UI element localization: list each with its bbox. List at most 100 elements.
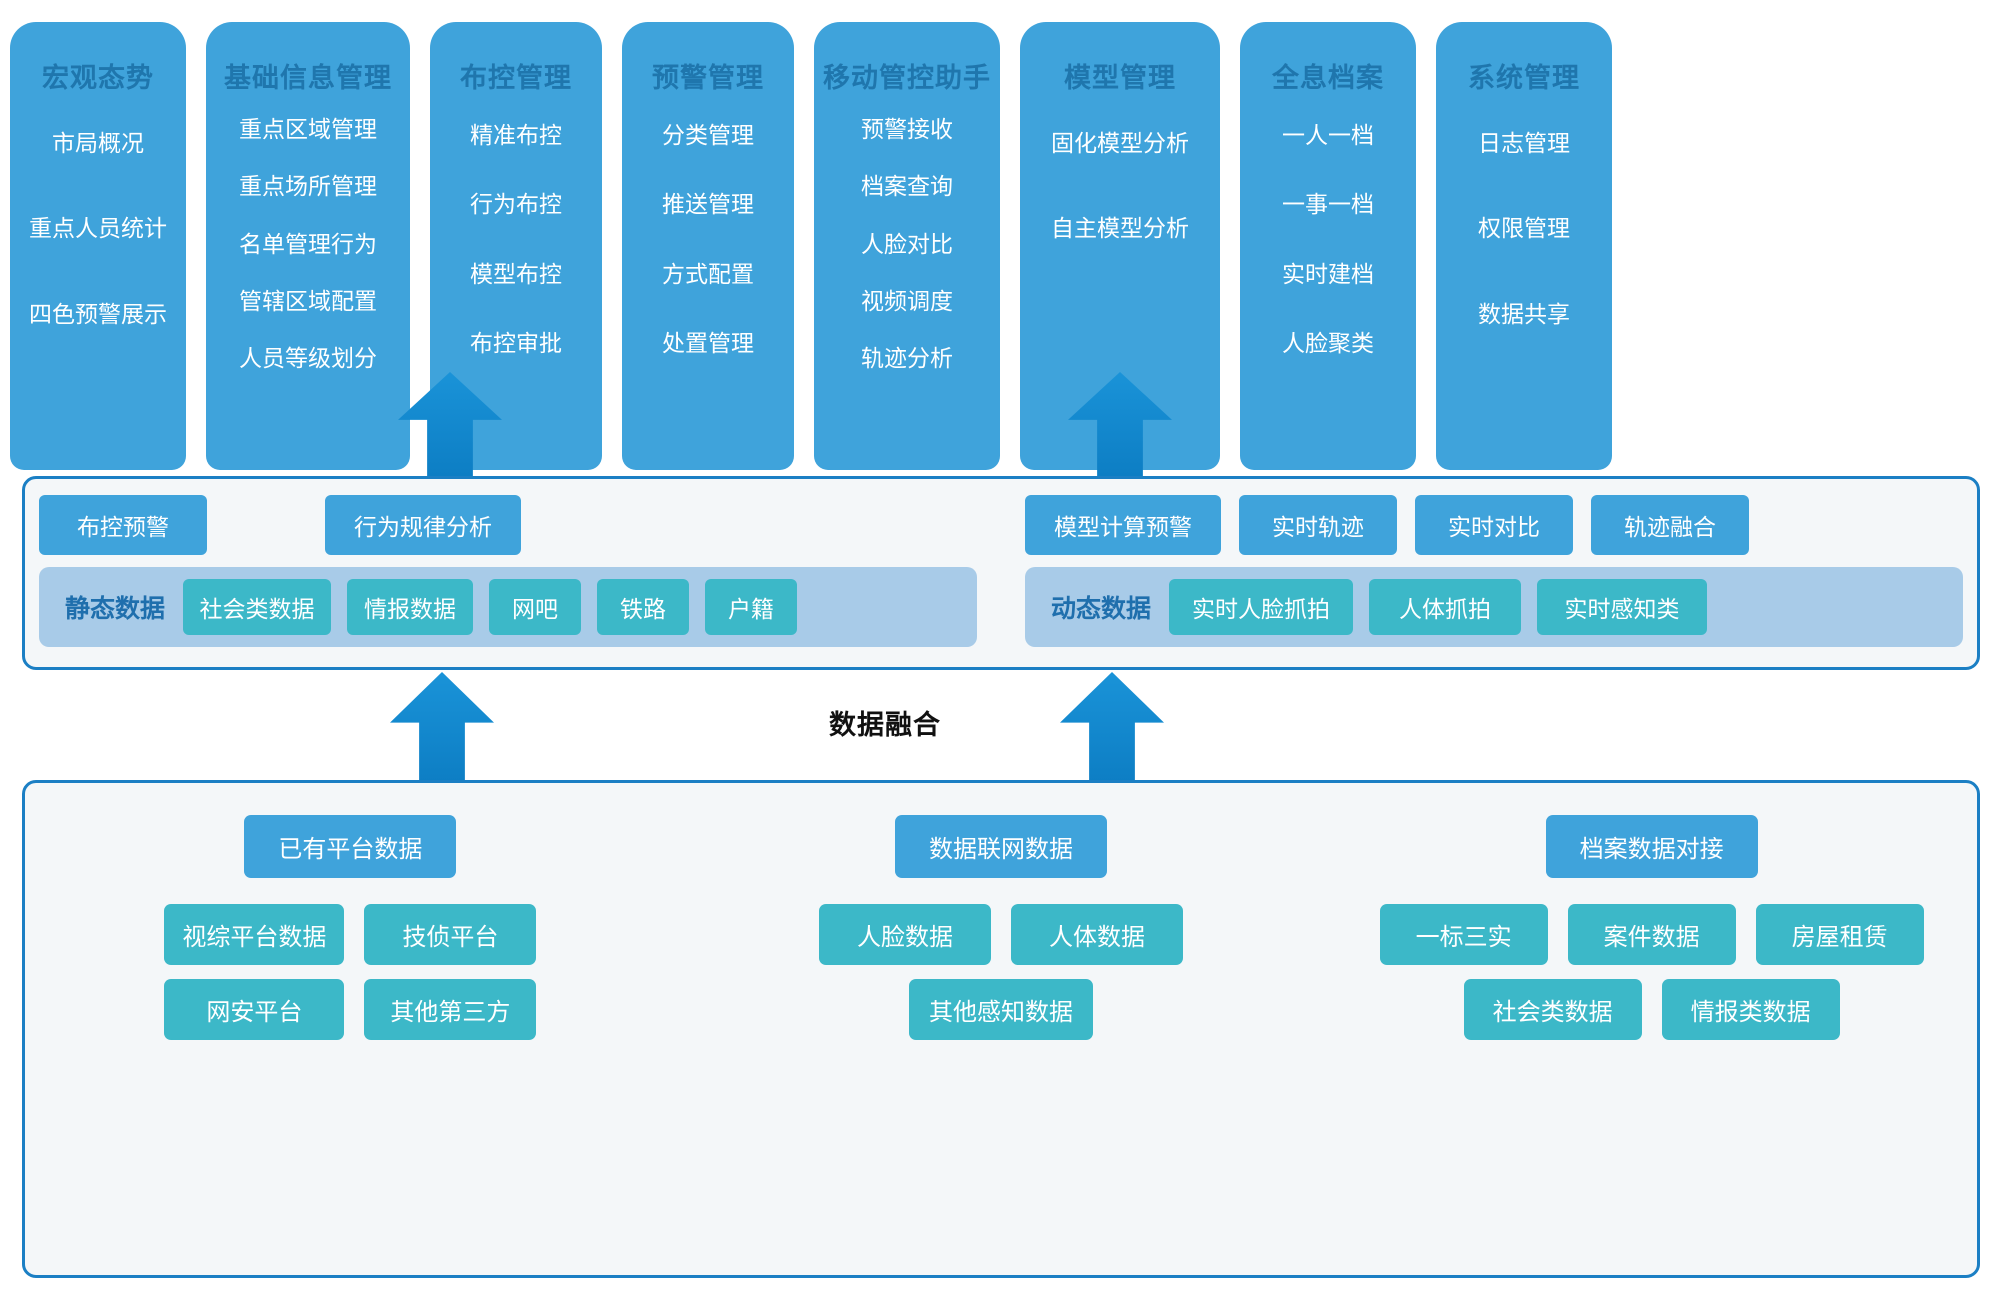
module-item[interactable]: 方式配置 [662,260,754,287]
fusion-layer: 布控预警行为规律分析 静态数据 社会类数据情报数据网吧铁路户籍 模型计算预警实时… [22,476,1980,670]
static-data-half: 布控预警 行为规律分析 静态数据 社会类数据情报数据网吧铁路户籍 [39,491,977,655]
module-item[interactable]: 轨迹分析 [861,345,953,372]
module-item[interactable]: 分类管理 [662,122,754,148]
dynamic-data-row: 动态数据 实时人脸抓拍人体抓拍实时感知类 [1025,567,1963,647]
module-item[interactable]: 档案查询 [861,173,953,200]
source-group-1: 已有平台数据视综平台数据技侦平台网安平台其他第三方 [25,783,676,1275]
static-function-chip[interactable]: 布控预警 [39,495,207,555]
source-chip[interactable]: 房屋租赁 [1755,904,1924,965]
module-item[interactable]: 自主模型分析 [1051,215,1189,242]
data-fusion-label: 数据融合 [829,710,941,740]
module-item[interactable]: 人脸对比 [861,230,953,257]
up-arrow-icon [390,672,494,782]
source-chip-row: 网安平台其他第三方 [154,979,546,1040]
dynamic-function-chip[interactable]: 实时轨迹 [1239,495,1397,555]
module-item[interactable]: 名单管理行为 [239,230,377,257]
module-item[interactable]: 四色预警展示 [29,300,167,327]
source-chip[interactable]: 网安平台 [164,979,345,1040]
module-item[interactable]: 视频调度 [861,287,953,314]
module-item[interactable]: 实时建档 [1282,260,1374,287]
up-arrow-icon [1060,672,1164,782]
source-chip[interactable]: 视综平台数据 [164,904,345,965]
source-chip[interactable]: 社会类数据 [1463,979,1642,1040]
module-card-6[interactable]: 模型管理固化模型分析自主模型分析 [1020,22,1220,470]
module-card-8[interactable]: 系统管理日志管理权限管理数据共享 [1436,22,1612,470]
source-chip[interactable]: 人体数据 [1011,904,1183,965]
source-chip-row: 一标三实案件数据房屋租赁 [1370,904,1934,965]
static-data-chip[interactable]: 户籍 [705,579,798,635]
dynamic-data-label: 动态数据 [1051,595,1152,623]
up-arrow-icon [398,372,502,476]
static-data-chip[interactable]: 铁路 [597,579,690,635]
module-card-7[interactable]: 全息档案一人一档一事一档实时建档人脸聚类 [1240,22,1416,470]
module-item[interactable]: 日志管理 [1478,130,1570,156]
source-chip[interactable]: 人脸数据 [819,904,991,965]
dynamic-data-chip[interactable]: 人体抓拍 [1369,579,1522,635]
source-group-header[interactable]: 数据联网数据 [895,815,1107,878]
static-data-chip[interactable]: 社会类数据 [183,579,332,635]
module-item-list: 精准布控行为布控模型布控布控审批 [436,101,596,452]
module-item[interactable]: 行为布控 [470,191,562,218]
dynamic-function-chip[interactable]: 实时对比 [1415,495,1573,555]
static-function-chip[interactable]: 行为规律分析 [325,495,521,555]
module-item[interactable]: 重点区域管理 [239,116,377,142]
module-item[interactable]: 人脸聚类 [1282,329,1374,356]
module-item-list: 固化模型分析自主模型分析 [1026,101,1214,452]
source-group-header[interactable]: 已有平台数据 [244,815,457,878]
source-chip[interactable]: 其他第三方 [364,979,537,1040]
module-item-list: 重点区域管理重点场所管理名单管理行为管辖区域配置人员等级划分 [212,101,404,452]
static-data-chip[interactable]: 情报数据 [347,579,474,635]
module-item[interactable]: 推送管理 [662,191,754,218]
module-item[interactable]: 管辖区域配置 [239,287,377,314]
static-function-row: 布控预警 行为规律分析 [39,495,977,555]
module-card-4[interactable]: 预警管理分类管理推送管理方式配置处置管理 [622,22,794,470]
source-chip-row: 社会类数据情报类数据 [1454,979,1850,1040]
module-title: 系统管理 [1468,63,1580,93]
source-chip-rows: 一标三实案件数据房屋租赁社会类数据情报类数据 [1326,904,1977,1054]
source-chip[interactable]: 情报类数据 [1661,979,1840,1040]
source-chip-row: 其他感知数据 [899,979,1103,1040]
module-item-list: 分类管理推送管理方式配置处置管理 [628,101,788,452]
dynamic-data-chip[interactable]: 实时人脸抓拍 [1169,579,1354,635]
static-data-chip[interactable]: 网吧 [489,579,582,635]
source-chip[interactable]: 一标三实 [1379,904,1548,965]
module-item[interactable]: 处置管理 [662,329,754,356]
module-item-list: 一人一档一事一档实时建档人脸聚类 [1246,101,1410,452]
module-item[interactable]: 模型布控 [470,260,562,287]
module-item[interactable]: 市局概况 [52,130,144,156]
data-source-layer: 已有平台数据视综平台数据技侦平台网安平台其他第三方数据联网数据人脸数据人体数据其… [22,780,1980,1278]
dynamic-data-chip[interactable]: 实时感知类 [1537,579,1708,635]
module-item[interactable]: 布控审批 [470,329,562,356]
module-item[interactable]: 重点人员统计 [29,215,167,242]
module-item-list: 日志管理权限管理数据共享 [1442,101,1606,452]
dynamic-function-chip[interactable]: 模型计算预警 [1025,495,1221,555]
module-item[interactable]: 数据共享 [1478,300,1570,327]
module-title: 模型管理 [1064,63,1176,93]
module-title: 布控管理 [460,63,572,93]
module-item[interactable]: 权限管理 [1478,215,1570,242]
module-item[interactable]: 人员等级划分 [239,345,377,372]
source-group-header[interactable]: 档案数据对接 [1545,815,1758,878]
source-chip-rows: 人脸数据人体数据其他感知数据 [676,904,1327,1054]
module-title: 移动管控助手 [823,63,991,93]
module-item[interactable]: 精准布控 [470,122,562,148]
source-group-2: 数据联网数据人脸数据人体数据其他感知数据 [676,783,1327,1275]
module-title: 全息档案 [1272,63,1384,93]
module-item[interactable]: 预警接收 [861,116,953,142]
module-card-5[interactable]: 移动管控助手预警接收档案查询人脸对比视频调度轨迹分析 [814,22,1000,470]
module-item[interactable]: 重点场所管理 [239,173,377,200]
module-item[interactable]: 固化模型分析 [1051,130,1189,156]
dynamic-chip-group: 实时人脸抓拍人体抓拍实时感知类 [1169,579,1723,635]
source-chip[interactable]: 其他感知数据 [909,979,1093,1040]
dynamic-function-chip[interactable]: 轨迹融合 [1591,495,1749,555]
module-card-2[interactable]: 基础信息管理重点区域管理重点场所管理名单管理行为管辖区域配置人员等级划分 [206,22,410,470]
module-item[interactable]: 一事一档 [1282,191,1374,218]
dynamic-data-half: 模型计算预警实时轨迹实时对比轨迹融合 动态数据 实时人脸抓拍人体抓拍实时感知类 [1025,491,1963,655]
static-data-label: 静态数据 [65,595,166,623]
module-card-1[interactable]: 宏观态势市局概况重点人员统计四色预警展示 [10,22,186,470]
source-chip-rows: 视综平台数据技侦平台网安平台其他第三方 [25,904,676,1054]
source-chip[interactable]: 技侦平台 [364,904,537,965]
source-chip[interactable]: 案件数据 [1567,904,1736,965]
module-item[interactable]: 一人一档 [1282,122,1374,148]
module-item-list: 预警接收档案查询人脸对比视频调度轨迹分析 [820,101,994,452]
